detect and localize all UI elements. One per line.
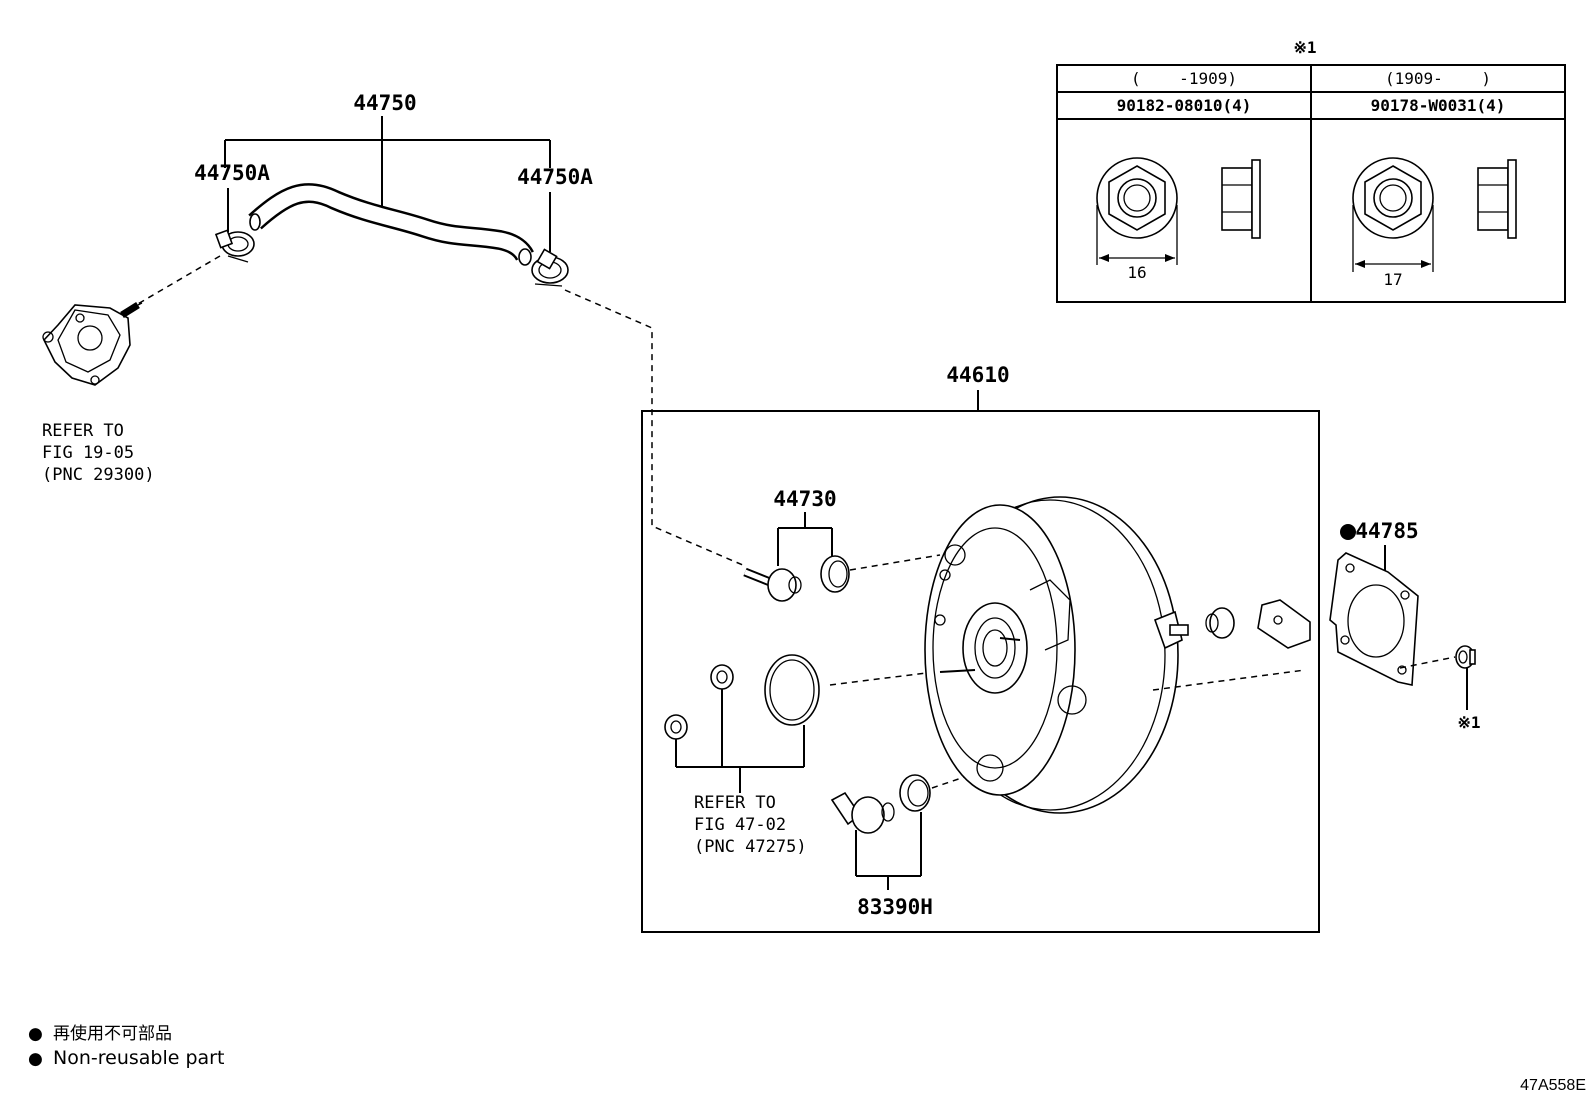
part-number-44750a-right: 44750A [517,165,593,189]
spacer-icon [1205,607,1235,639]
nut-lower-icon [664,714,688,740]
flange-nut-side-left-icon [1221,159,1261,239]
master-cylinder-reference-note: REFER TO FIG 47-02 (PNC 47275) [694,793,807,857]
brake-booster-assembly: 44610 44730 [641,363,1320,933]
check-valve-icon [743,567,802,602]
note-mark-top: ※1 [1293,38,1316,57]
part-number-44750a-left: 44750A [194,161,270,185]
flange-nut-front-left-icon: 16 [1096,157,1178,282]
part-number-83390h: 83390H [857,895,933,919]
non-reusable-mark [1340,524,1356,540]
clevis-icon [1257,599,1311,649]
flange-nut-front-right-icon: 17 [1352,157,1434,289]
figure-code: 47A558E [1520,1077,1586,1094]
sensor-grommet-icon [899,774,931,812]
nut-part-right: 90178-W0031(4) [1371,96,1506,115]
nut-dim-left: 16 [1127,263,1146,282]
part-number-44785: 44785 [1355,519,1418,543]
part-number-44610: 44610 [946,363,1009,387]
o-ring-icon [764,654,820,726]
vacuum-hose-group: 44750 44750A 44750A [135,91,746,567]
nut-table-header-right: (1909- ) [1385,69,1491,88]
pump-ref-line-3: (PNC 29300) [42,465,155,485]
hose-clamp-left-icon [214,229,255,263]
vacuum-pump-icon [42,302,143,386]
legend-bullet-en: ● [28,1049,43,1069]
pump-ref-line-1: REFER TO [42,421,124,441]
legend: ● 再使用不可部品 ● Non-reusable part [28,1023,224,1069]
part-number-44730: 44730 [773,487,836,511]
nut-part-left: 90182-08010(4) [1117,96,1252,115]
gasket-icon [1329,552,1419,686]
grommet-icon [820,555,850,593]
nut-table: ※1 ( -1909) (1909- ) 90182-08010(4) 9017… [1056,38,1566,303]
legend-bullet-jp: ● [28,1024,43,1044]
hose-clamp-right-icon [531,248,569,287]
note-mark-nut: ※1 [1457,713,1480,732]
mc-ref-line-2: FIG 47-02 [694,815,786,835]
mc-ref-line-1: REFER TO [694,793,776,813]
booster-nut-icon [1455,645,1476,669]
nut-dim-right: 17 [1383,270,1402,289]
mc-ref-line-3: (PNC 47275) [694,837,807,857]
nut-table-header-left: ( -1909) [1131,69,1237,88]
vacuum-sensor-icon [830,791,895,834]
pump-reference-note: REFER TO FIG 19-05 (PNC 29300) [42,421,155,485]
brake-booster-icon [924,496,1189,814]
flange-nut-side-right-icon [1477,159,1517,239]
legend-text-en: Non-reusable part [53,1047,224,1069]
part-number-44750: 44750 [353,91,416,115]
pump-ref-line-2: FIG 19-05 [42,443,134,463]
nut-upper-icon [710,664,734,690]
gasket-group: 44785 ※1 [1329,519,1481,732]
legend-text-jp: 再使用不可部品 [53,1023,172,1044]
